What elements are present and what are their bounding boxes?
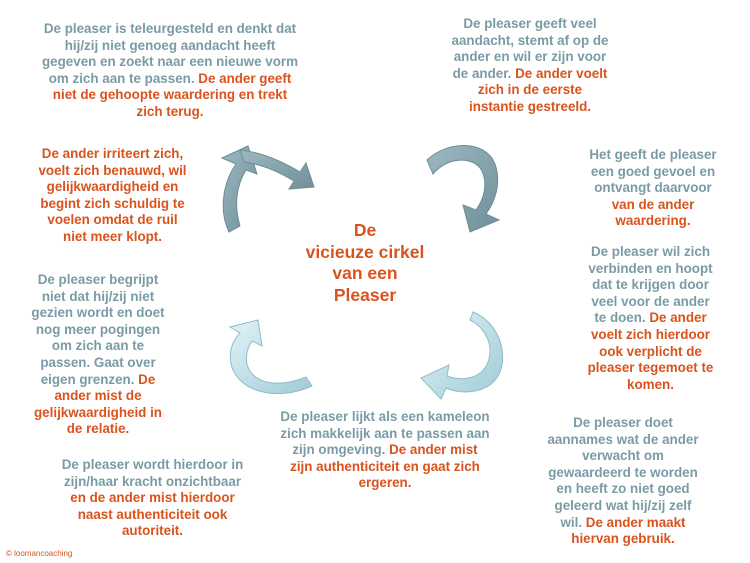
cycle-text-8: De pleaser doet aannames wat de ander ve… [547,415,699,547]
cycle-text-6: De pleaser begrijpt niet dat hij/zij nie… [31,272,165,437]
curved-arrow-icon [228,319,313,394]
diagram-title: De vicieuze cirkel van een Pleaser [305,220,425,305]
cycle-text-1: De pleaser is teleurgesteld en denkt dat… [42,21,298,119]
curved-arrow-icon [420,311,504,400]
curved-arrow-icon [220,145,315,233]
copyright-notice: © loomancoaching [6,549,73,558]
cycle-text-7: De pleaser lijkt als een kameleon zich m… [280,409,490,491]
cycle-text-2: De pleaser geeft veel aandacht, stemt af… [451,16,609,114]
cycle-text-3: De ander irriteert zich, voelt zich bena… [38,146,187,244]
cycle-text-5: De pleaser wil zich verbinden en hoopt d… [587,244,714,392]
cycle-text-4: Het geeft de pleaser een goed gevoel en … [589,147,717,229]
cycle-text-9: De pleaser wordt hierdoor in zijn/haar k… [61,457,244,539]
curved-arrow-icon [426,145,501,233]
